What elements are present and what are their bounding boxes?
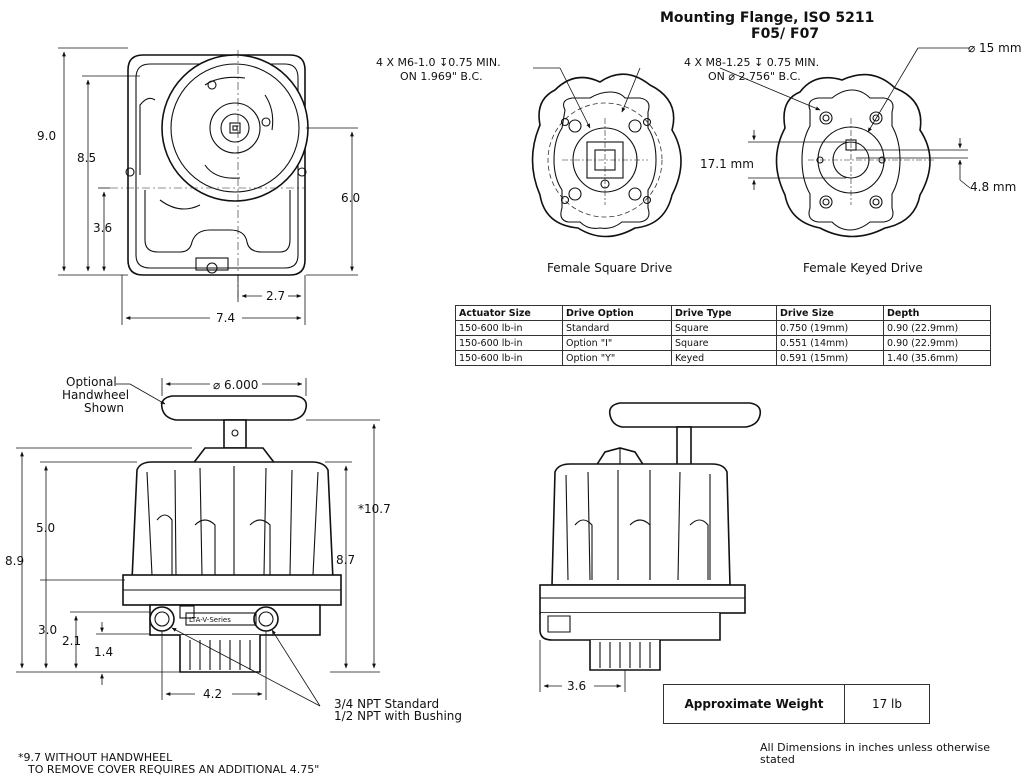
col-drive-type: Drive Type [671, 305, 777, 321]
units-note: All Dimensions in inches unless otherwis… [760, 742, 990, 766]
dim-8-9: 8.9 [5, 554, 24, 568]
npt-note-line1: 3/4 NPT Standard [334, 697, 439, 711]
cell: Square [671, 320, 777, 336]
cell: Keyed [671, 350, 777, 366]
dim-6-0: 6.0 [341, 191, 360, 205]
handwheel-note-line2: Handwheel [62, 388, 129, 402]
dim-9-0: 9.0 [37, 129, 56, 143]
footnote-line2: TO REMOVE COVER REQUIRES AN ADDITIONAL 4… [28, 763, 320, 776]
weight-value: 17 lb [871, 697, 903, 711]
dim-1-4: 1.4 [94, 645, 113, 659]
handwheel-footnote: *9.7 WITHOUT HANDWHEEL TO REMOVE COVER R… [18, 752, 319, 776]
cell: Standard [562, 320, 672, 336]
dim-4-2: 4.2 [203, 687, 222, 701]
square-drive-flange-drawing [531, 67, 682, 238]
table-row: 150-600 lb-in Option "Y" Keyed 0.591 (15… [455, 350, 991, 366]
col-drive-size: Drive Size [776, 305, 884, 321]
flange-title-line2: F05/ F07 [751, 26, 819, 42]
handwheel-note-line1: Optional [66, 375, 117, 389]
dim-10-7: *10.7 [358, 502, 391, 516]
cell: Option "Y" [562, 350, 672, 366]
label-female-square-drive: Female Square Drive [547, 261, 672, 275]
cell: 150-600 lb-in [455, 335, 563, 351]
cell: 0.551 (14mm) [776, 335, 884, 351]
cell: Square [671, 335, 777, 351]
cell: 0.90 (22.9mm) [883, 320, 991, 336]
dim-8-7: 8.7 [336, 553, 355, 567]
dim-4-8mm: 4.8 mm [970, 180, 1016, 194]
top-view-drawing [58, 47, 358, 325]
weight-label: Approximate Weight [664, 685, 845, 723]
cell: 150-600 lb-in [455, 320, 563, 336]
weight-box: Approximate Weight 17 lb [663, 684, 930, 724]
nameplate-label: LTA-V-Series [189, 616, 231, 624]
callout-m6-line2: ON 1.969" B.C. [400, 70, 483, 83]
dim-3-6-side: 3.6 [567, 679, 586, 693]
drive-spec-table: Actuator Size Drive Option Drive Type Dr… [455, 305, 991, 366]
dim-6-000: ⌀ 6.000 [213, 378, 258, 392]
cell: 0.90 (22.9mm) [883, 335, 991, 351]
front-view-drawing [16, 378, 380, 707]
table-row: 150-600 lb-in Standard Square 0.750 (19m… [455, 320, 991, 336]
table-row: 150-600 lb-in Option "I" Square 0.551 (1… [455, 335, 991, 351]
cell: 1.40 (35.6mm) [883, 350, 991, 366]
col-actuator-size: Actuator Size [455, 305, 563, 321]
callout-m8-line2: ON ⌀ 2.756" B.C. [708, 70, 801, 83]
dim-3-6-top: 3.6 [93, 221, 112, 235]
dim-2-1: 2.1 [62, 634, 81, 648]
col-depth: Depth [883, 305, 991, 321]
dim-5-0: 5.0 [36, 521, 55, 535]
cell: 0.750 (19mm) [776, 320, 884, 336]
table-header-row: Actuator Size Drive Option Drive Type Dr… [455, 305, 991, 321]
callout-m6-line1: 4 X M6-1.0 ↧0.75 MIN. [376, 56, 501, 69]
label-female-keyed-drive: Female Keyed Drive [803, 261, 923, 275]
dim-15mm: ⌀ 15 mm [968, 41, 1022, 55]
npt-note-line2: 1/2 NPT with Bushing [334, 709, 462, 723]
cell: Option "I" [562, 335, 672, 351]
dim-8-5: 8.5 [77, 151, 96, 165]
side-view-drawing [539, 402, 762, 692]
cell: 0.591 (15mm) [776, 350, 884, 366]
handwheel-note-line3: Shown [84, 401, 124, 415]
cell: 150-600 lb-in [455, 350, 563, 366]
col-drive-option: Drive Option [562, 305, 672, 321]
callout-m8-line1: 4 X M8-1.25 ↧ 0.75 MIN. [684, 56, 819, 69]
dim-7-4: 7.4 [216, 311, 235, 325]
dim-17-1mm: 17.1 mm [700, 157, 754, 171]
units-note-line1: All Dimensions in inches unless otherwis… [760, 741, 990, 754]
dim-2-7: 2.7 [266, 289, 285, 303]
keyed-drive-flange-drawing [719, 47, 971, 238]
footnote-line1: *9.7 WITHOUT HANDWHEEL [18, 751, 173, 764]
flange-title-line1: Mounting Flange, ISO 5211 [660, 10, 874, 26]
dim-3-0: 3.0 [38, 623, 57, 637]
units-note-line2: stated [760, 753, 795, 766]
